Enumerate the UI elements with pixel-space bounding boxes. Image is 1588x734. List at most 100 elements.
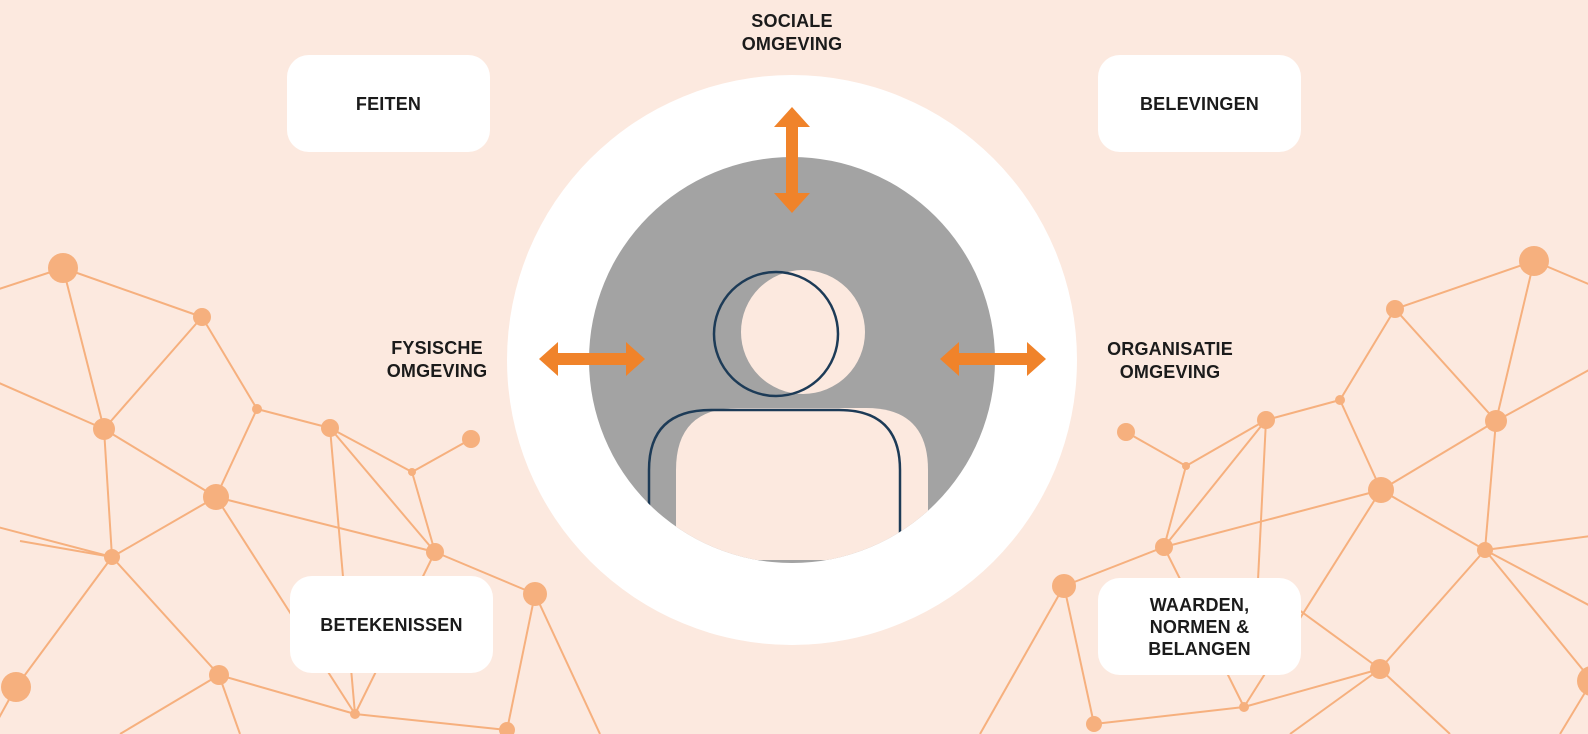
network-node	[48, 253, 78, 283]
network-link	[434, 551, 536, 595]
network-node	[1577, 666, 1588, 696]
network-link	[1185, 419, 1267, 467]
network-node	[1086, 716, 1102, 732]
network-node	[321, 419, 339, 437]
network-node	[523, 582, 547, 606]
network-node	[1239, 702, 1249, 712]
network-link	[1163, 465, 1187, 548]
network-link	[15, 556, 113, 688]
network-node	[252, 404, 262, 414]
network-link	[329, 427, 413, 473]
network-link	[1394, 260, 1535, 310]
network-link	[411, 438, 472, 473]
network-link	[1257, 419, 1267, 581]
arrow-up-down-icon	[774, 107, 810, 213]
network-decoration	[0, 246, 1588, 734]
network-link	[0, 526, 113, 558]
network-link	[19, 540, 113, 558]
network-link	[1339, 308, 1396, 401]
network-link	[1243, 668, 1381, 708]
network-node	[1519, 246, 1549, 276]
betekenissen-label: BETEKENISSEN	[320, 614, 463, 635]
network-link	[534, 593, 601, 734]
network-link	[218, 674, 241, 734]
network-link	[119, 674, 220, 734]
network-link	[103, 316, 203, 430]
person-body-fill	[676, 408, 928, 560]
network-link	[1380, 420, 1497, 491]
person-head-fill	[741, 270, 865, 394]
network-node	[1155, 538, 1173, 556]
network-link	[1379, 668, 1451, 734]
network-link	[506, 593, 536, 731]
betekenissen-card: BETEKENISSEN	[290, 576, 493, 673]
network-link	[1163, 419, 1267, 548]
arrow-left-right-icon	[539, 342, 645, 376]
network-link	[411, 471, 436, 553]
network-link	[256, 408, 331, 429]
sociale-omgeving-label: SOCIALE OMGEVING	[741, 11, 843, 54]
network-link	[1265, 399, 1341, 421]
person-head-outline	[712, 270, 840, 398]
fysische-omgeving-label: FYSISCHE OMGEVING	[386, 338, 488, 381]
network-node	[1386, 300, 1404, 318]
network-link	[218, 674, 356, 715]
feiten-card: FEITEN	[287, 55, 490, 152]
network-node	[1335, 395, 1345, 405]
waarden-card: WAARDEN, NORMEN & BELANGEN	[1098, 578, 1301, 675]
network-link	[1495, 260, 1535, 422]
network-link	[1063, 585, 1095, 725]
network-node	[93, 418, 115, 440]
network-link	[1484, 535, 1588, 551]
network-link	[103, 428, 113, 558]
network-link	[1379, 549, 1486, 670]
network-link	[0, 382, 105, 430]
network-link	[62, 267, 105, 430]
network-link	[103, 428, 217, 498]
belevingen-card: BELEVINGEN	[1098, 55, 1301, 152]
network-node	[1, 672, 31, 702]
network-link	[329, 427, 436, 553]
network-link	[62, 267, 203, 318]
person-icon	[647, 270, 928, 560]
network-link	[1484, 549, 1588, 606]
network-node	[1370, 659, 1390, 679]
network-node	[1052, 574, 1076, 598]
network-link	[111, 556, 220, 676]
network-node	[1477, 542, 1493, 558]
waarden-label: WAARDEN, NORMEN & BELANGEN	[1148, 594, 1251, 659]
network-link	[111, 496, 217, 558]
network-node	[1257, 411, 1275, 429]
network-link	[1063, 546, 1165, 587]
network-link	[1125, 431, 1187, 467]
network-link	[215, 496, 436, 553]
network-link	[1163, 489, 1382, 548]
organisatie-omgeving-label: ORGANISATIE OMGEVING	[1107, 339, 1233, 382]
network-node	[408, 468, 416, 476]
network-link	[1289, 668, 1381, 734]
network-link	[1394, 308, 1497, 422]
network-node	[1182, 462, 1190, 470]
network-node	[203, 484, 229, 510]
network-node	[104, 549, 120, 565]
network-node	[1368, 477, 1394, 503]
network-node	[1485, 410, 1507, 432]
network-node	[1117, 423, 1135, 441]
network-link	[1484, 420, 1497, 551]
network-link	[1339, 399, 1382, 491]
network-link	[1380, 489, 1486, 551]
network-link	[215, 496, 356, 715]
belevingen-label: BELEVINGEN	[1139, 93, 1260, 114]
network-link	[201, 316, 258, 410]
person-body-outline	[647, 408, 902, 560]
network-link	[215, 408, 258, 498]
network-link	[354, 713, 508, 731]
network-link	[979, 585, 1065, 734]
network-node	[499, 722, 515, 734]
network-link	[1495, 369, 1588, 422]
feiten-label: FEITEN	[355, 93, 422, 114]
network-link	[1484, 549, 1588, 678]
arrow-left-right-icon	[940, 342, 1046, 376]
network-node	[426, 543, 444, 561]
